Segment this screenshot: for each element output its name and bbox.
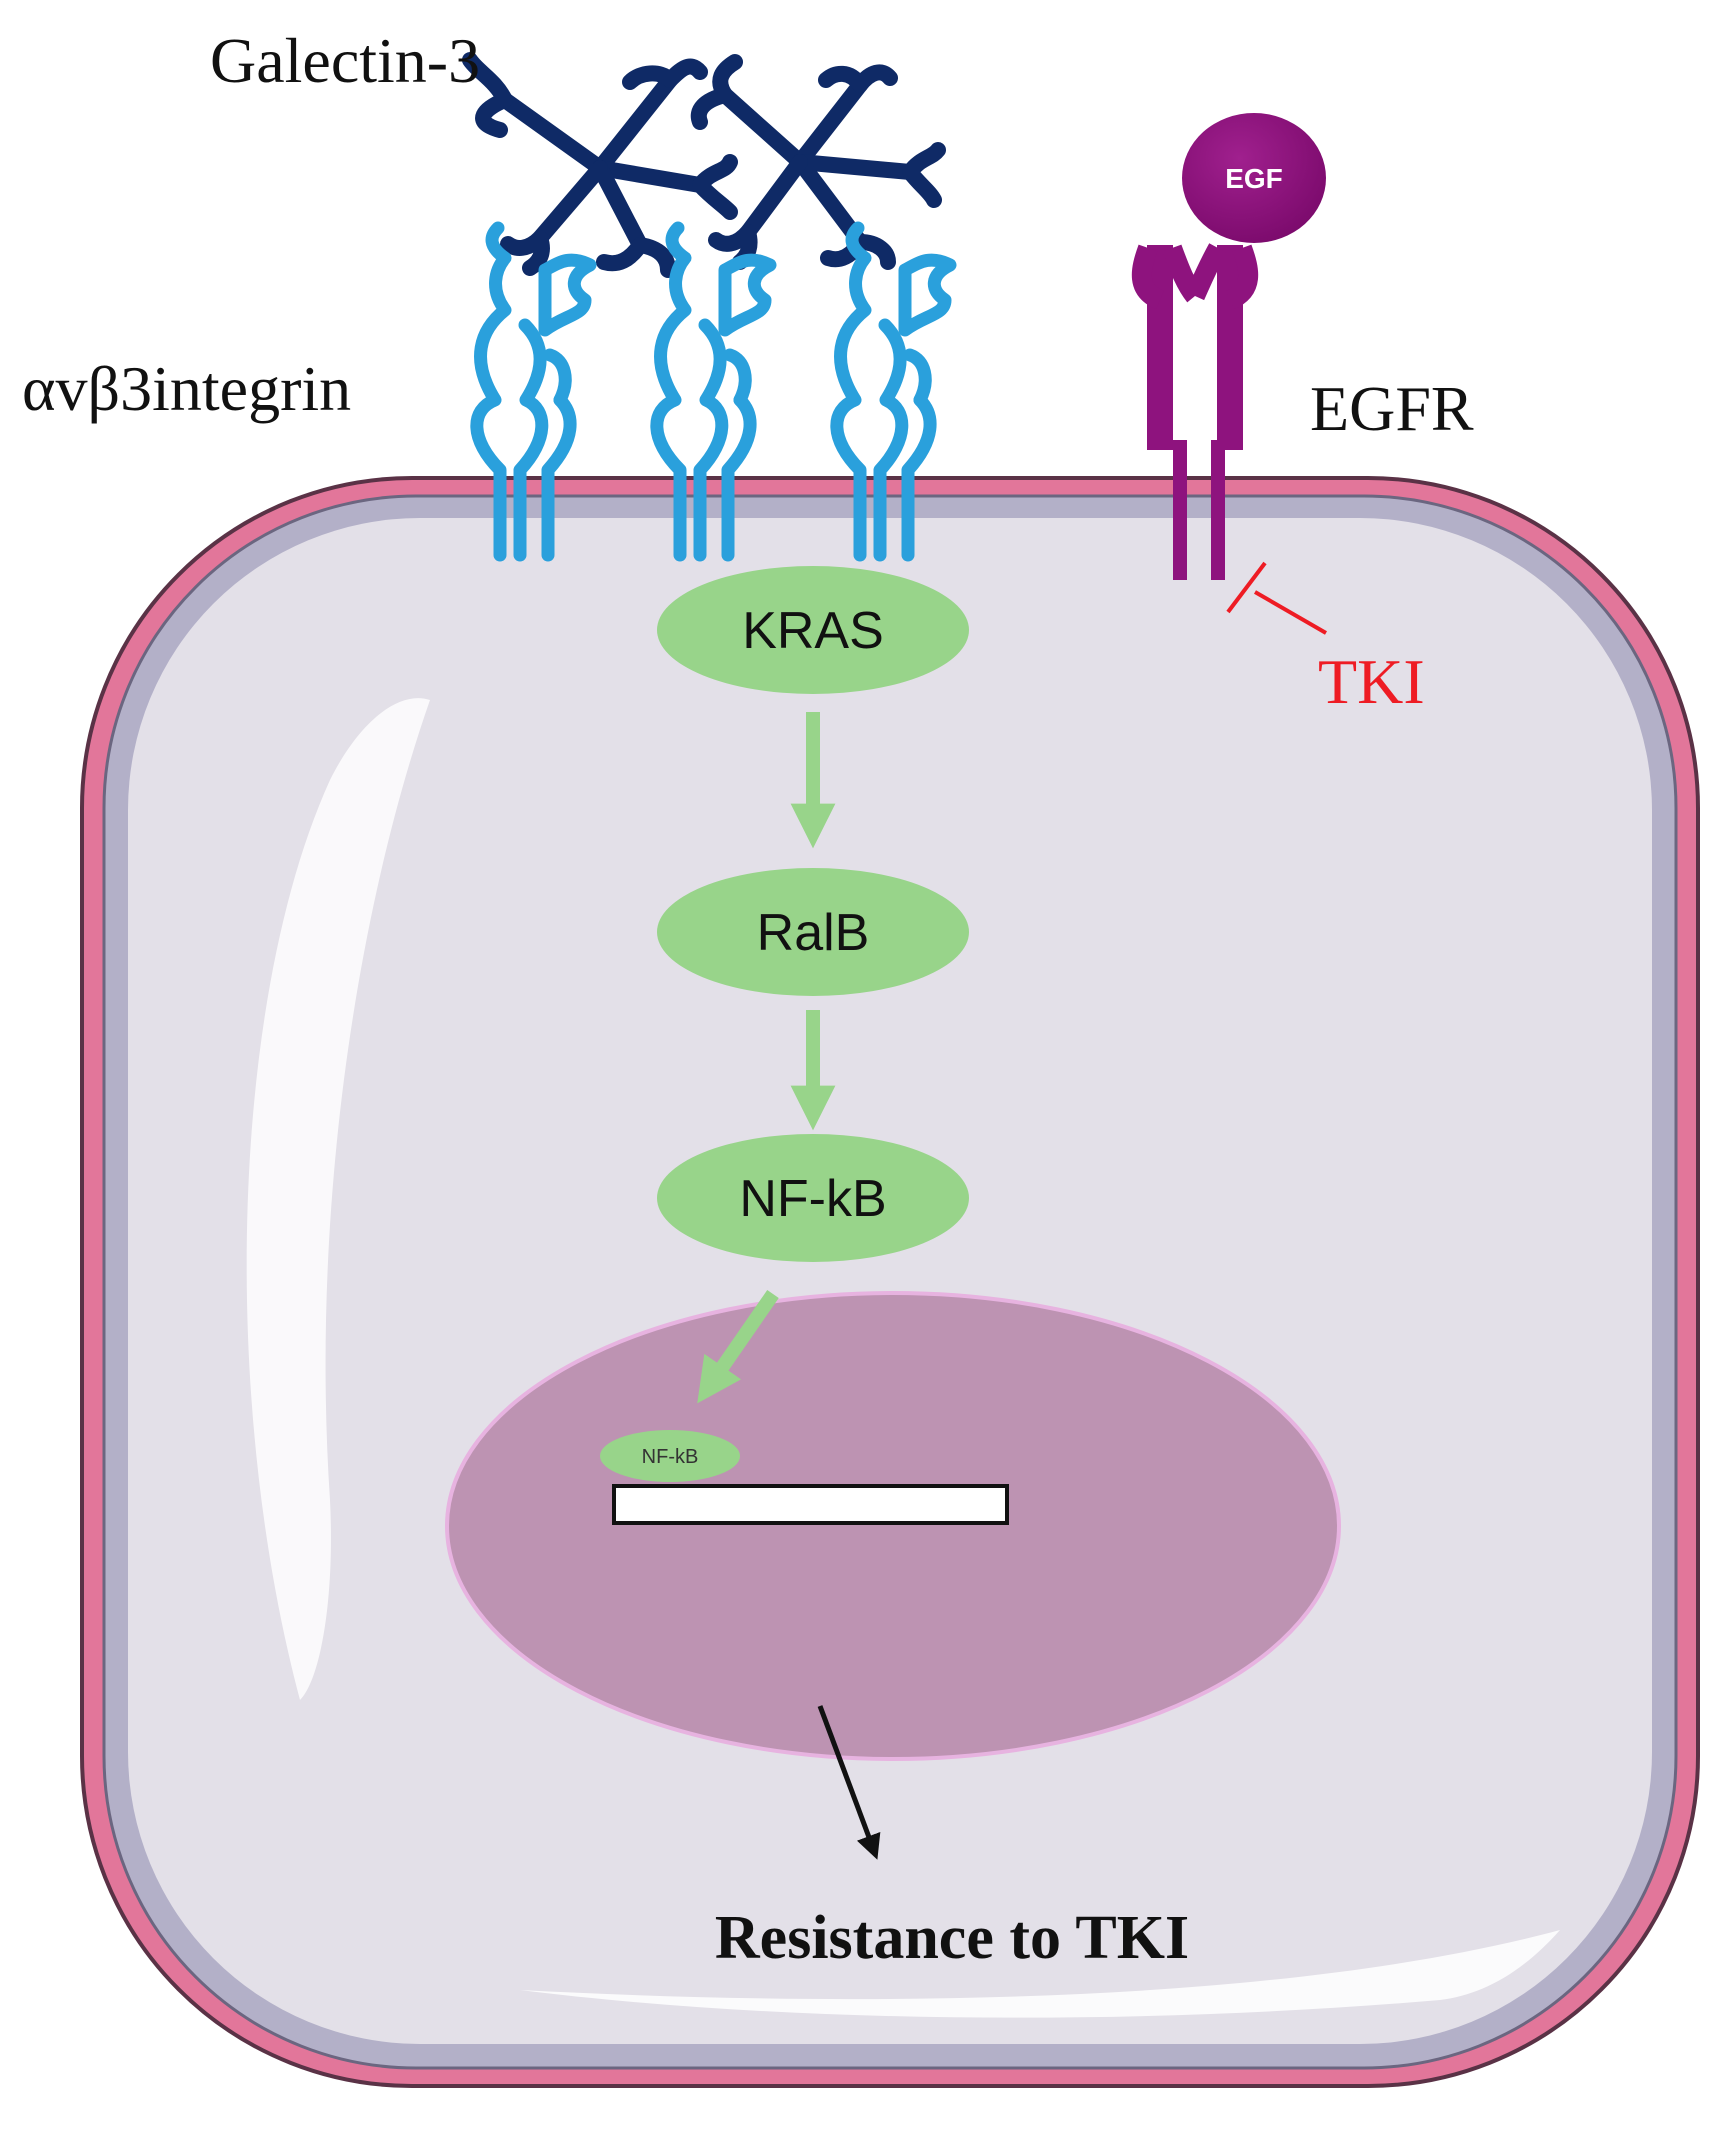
nfkb-node: NF-kB (657, 1134, 969, 1262)
kras-label: KRAS (742, 602, 884, 660)
arrow-to-resistance (817, 1705, 881, 1860)
kras-node: KRAS (657, 566, 969, 694)
resistance-to-tki-label: Resistance to TKI (715, 1904, 1189, 1972)
ralb-node: RalB (657, 868, 969, 996)
pathway-arrows (697, 712, 836, 1404)
egf-label: EGF (1225, 163, 1283, 194)
galectin-3-molecule-right (690, 54, 946, 270)
integrin-3 (830, 221, 957, 562)
tki-inhibitor (1226, 561, 1328, 635)
galectin-3-molecules (462, 52, 946, 278)
cytoplasm-highlight (246, 698, 430, 1700)
tki-inhibition-bar (1226, 561, 1267, 614)
nfkb-nuclear-node (600, 1430, 740, 1482)
galectin-3-label: Galectin-3 (210, 25, 480, 96)
cytoplasm-highlight-bottom (520, 1930, 1560, 2018)
integrins (470, 221, 957, 562)
tki-label: TKI (1318, 646, 1425, 717)
gene-dna-box (612, 1484, 1009, 1525)
nfkb-nuclear-label: NF-kB (642, 1446, 699, 1468)
egf-circle (1182, 113, 1326, 243)
integrin-2 (650, 221, 777, 562)
egfr-receptor (1131, 243, 1259, 580)
integrin-1 (470, 221, 597, 562)
arrow-nfkb-to-nucleus (697, 1290, 779, 1404)
integrin-label: αvβ3integrin (22, 353, 351, 424)
egf-ligand: EGF (1182, 113, 1326, 243)
cytoplasm (128, 518, 1652, 2044)
nucleus-body (445, 1291, 1341, 1761)
tki-inhibition-line (1253, 590, 1328, 635)
egfr-label: EGFR (1310, 373, 1474, 444)
ralb-label: RalB (757, 904, 870, 962)
galectin-3-molecule-left (462, 52, 738, 278)
cell (80, 476, 1700, 2088)
nucleus: NF-kB (445, 1291, 1341, 1761)
nfkb-label: NF-kB (739, 1170, 886, 1228)
